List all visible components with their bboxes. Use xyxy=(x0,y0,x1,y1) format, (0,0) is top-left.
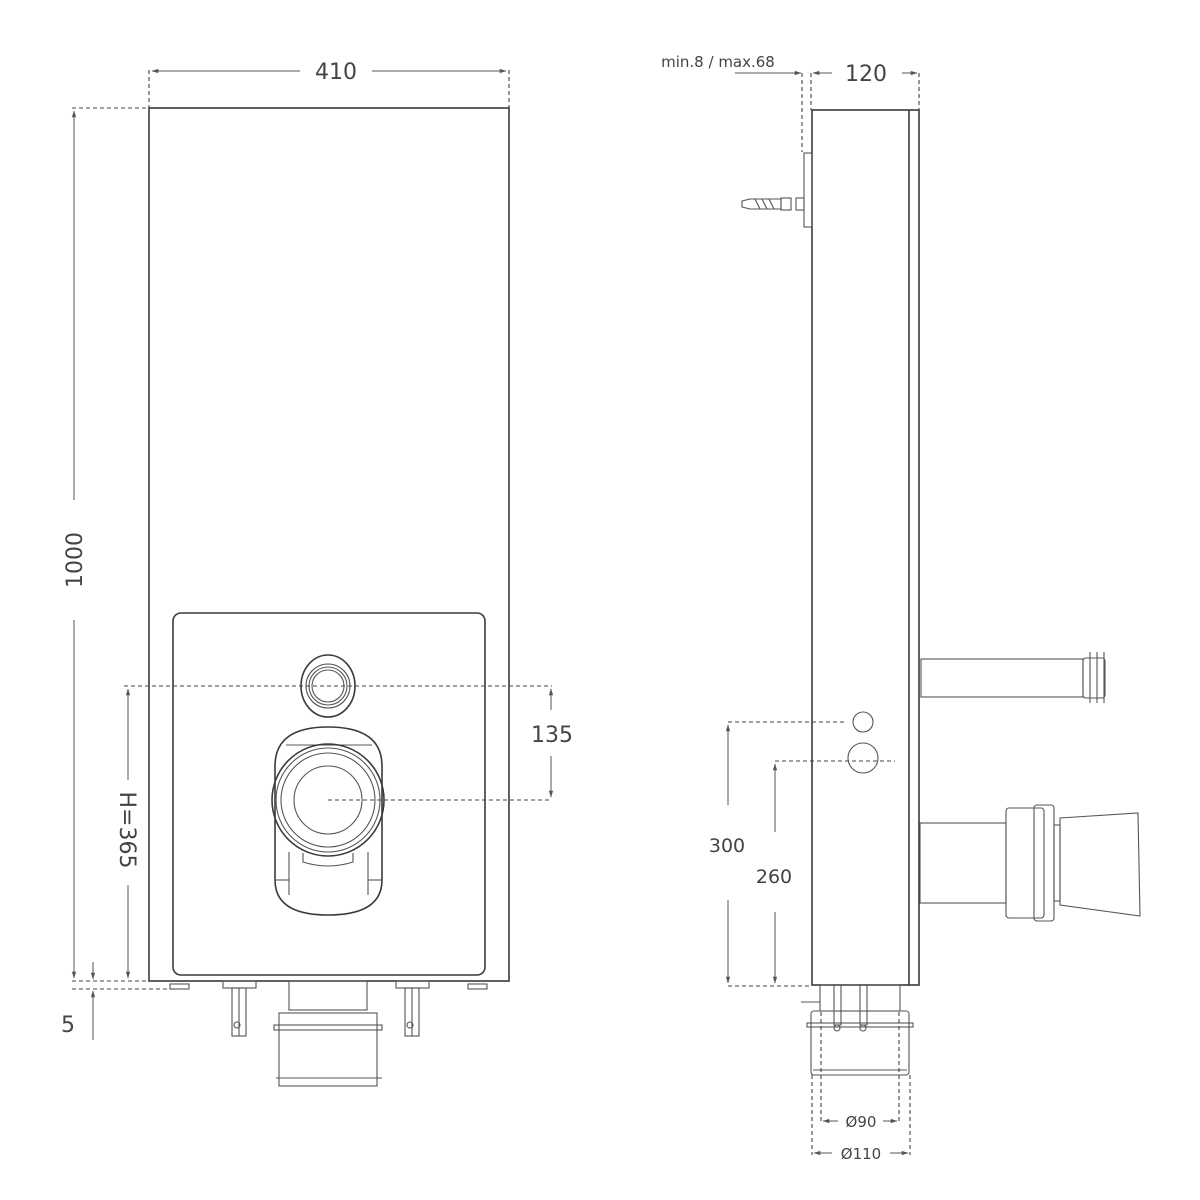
dimension-depth: min.8 / max.68 120 xyxy=(661,53,920,152)
drain-outlet xyxy=(271,726,385,916)
dimension-base-offset: 5 xyxy=(61,962,175,1040)
outlet-inner-diameter-label: Ø90 xyxy=(846,1113,877,1131)
outlet-outer-diameter-label: Ø110 xyxy=(841,1145,881,1163)
inlet-hole-small xyxy=(852,711,874,733)
lower-panel xyxy=(172,612,486,976)
frame-side-outline xyxy=(811,109,920,986)
dimension-height: 1000 xyxy=(63,107,149,982)
drain-elbow xyxy=(919,804,1141,922)
flush-offset-label: 135 xyxy=(531,723,573,748)
frame-outline xyxy=(148,107,510,982)
front-view: 410 1000 H=365 135 5 xyxy=(61,60,573,1087)
outlet-pipe xyxy=(801,984,914,1076)
frame-base-fittings xyxy=(169,980,488,1087)
dimension-width: 410 xyxy=(148,60,510,108)
inlet-height-2-label: 260 xyxy=(756,866,792,888)
dimension-axis-height: H=365 xyxy=(114,685,552,979)
wall-bracket xyxy=(741,152,813,228)
side-view: min.8 / max.68 120 xyxy=(661,53,1141,1163)
wall-gap-label: min.8 / max.68 xyxy=(661,53,775,71)
dimension-inlet-heights: 300 260 xyxy=(709,721,895,987)
axis-height-label: H=365 xyxy=(114,792,139,869)
flush-pipe xyxy=(920,652,1106,703)
height-label: 1000 xyxy=(63,532,88,588)
depth-label: 120 xyxy=(845,62,887,87)
width-label: 410 xyxy=(315,60,357,85)
dimension-outlet-diameters: Ø90 Ø110 xyxy=(811,1012,911,1163)
base-offset-label: 5 xyxy=(61,1013,75,1038)
inlet-height-1-label: 300 xyxy=(709,835,745,857)
inlet-hole-large xyxy=(847,742,879,774)
dimension-flush-offset: 135 xyxy=(328,688,573,801)
